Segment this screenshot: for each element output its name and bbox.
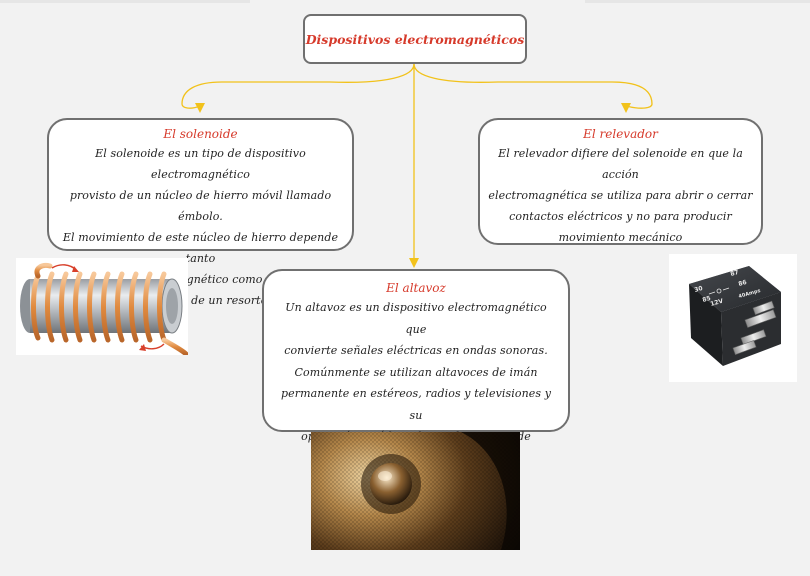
arrowhead-altavoz bbox=[409, 258, 419, 268]
top-edge-bar-right bbox=[585, 0, 810, 3]
top-edge-bar-left bbox=[0, 0, 250, 3]
node-relevador-line: movimiento mecánico bbox=[558, 231, 683, 244]
node-relevador-title: El relevador bbox=[583, 127, 658, 141]
relay-image: 30 87 85 86 12V 40Amps bbox=[669, 254, 797, 382]
node-solenoide-line: El movimiento de este núcleo de hierro d… bbox=[62, 231, 339, 265]
relay-marking-voltage: 12V bbox=[710, 298, 725, 308]
node-solenoide-line: provisto de un núcleo de hierro móvil ll… bbox=[69, 189, 332, 223]
node-altavoz-title: El altavoz bbox=[386, 281, 446, 295]
root-title: Dispositivos electromagnéticos bbox=[305, 31, 525, 47]
node-relevador-line: contactos eléctricos y no para producir bbox=[509, 210, 732, 223]
relay-marking-pin: 86 bbox=[738, 279, 748, 288]
arrowhead-relevador bbox=[621, 103, 631, 113]
node-relevador-line: electromagnética se utiliza para abrir o… bbox=[488, 189, 753, 202]
speaker-image bbox=[311, 432, 520, 550]
relay-marking-pin: 87 bbox=[730, 269, 740, 278]
relay-marking-pin: 85 bbox=[702, 295, 712, 304]
node-altavoz[interactable]: El altavoz Un altavoz es un dispositivo … bbox=[262, 269, 570, 465]
node-solenoide-title: El solenoide bbox=[163, 127, 238, 141]
node-solenoide[interactable]: El solenoide El solenoide es un tipo de … bbox=[47, 118, 354, 307]
connector-root-to-relevador bbox=[413, 63, 653, 109]
solenoid-coil-image bbox=[16, 258, 188, 355]
node-relevador-body: El relevador difiere del solenoide en qu… bbox=[488, 143, 753, 248]
node-solenoide-line: El solenoide es un tipo de dispositivo e… bbox=[95, 147, 306, 181]
connector-root-to-solenoide bbox=[181, 63, 415, 109]
node-relevador[interactable]: El relevador El relevador difiere del so… bbox=[478, 118, 763, 245]
node-altavoz-line: Comúnmente se utilizan altavoces de imán bbox=[294, 365, 538, 379]
node-altavoz-line: Un altavoz es un dispositivo electromagn… bbox=[285, 301, 547, 336]
node-relevador-line: El relevador difiere del solenoide en qu… bbox=[498, 147, 743, 181]
relay-marking-pin: 30 bbox=[694, 285, 704, 294]
root-node[interactable]: Dispositivos electromagnéticos bbox=[303, 14, 527, 64]
node-altavoz-line: permanente en estéreos, radios y televis… bbox=[280, 387, 552, 422]
node-altavoz-line: convierte señales eléctricas en ondas so… bbox=[284, 344, 548, 357]
arrowhead-solenoide bbox=[195, 103, 205, 113]
